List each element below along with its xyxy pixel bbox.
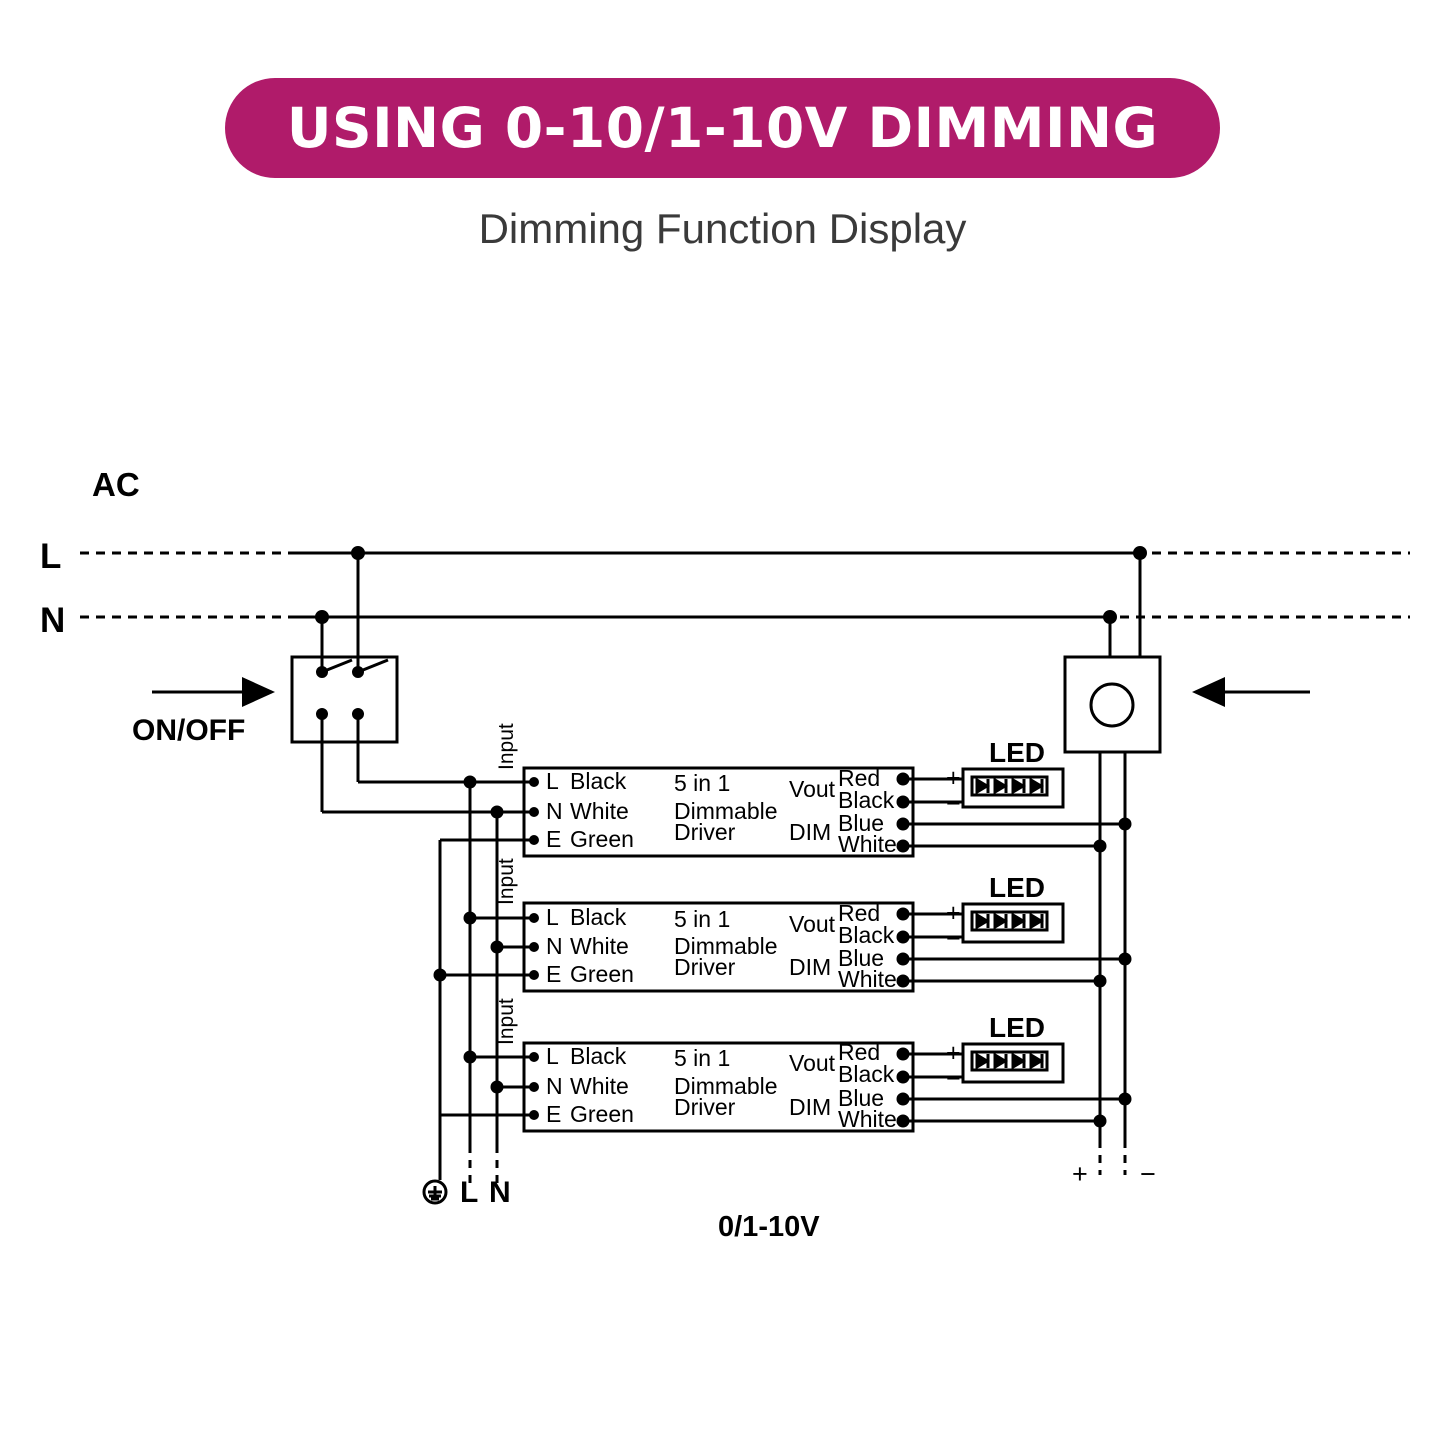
driver-1-led-label: LED	[989, 737, 1045, 768]
driver-2-terminal-0-code: L	[546, 904, 559, 930]
driver-2-vout-wire-0: Red	[838, 900, 880, 926]
driver-2-terminal-2-code: E	[546, 961, 561, 987]
driver-2-vout-wire-1: Black	[838, 922, 895, 948]
driver-2-name-line-0: 5 in 1	[674, 906, 730, 932]
driver-block-1: Input L Black N White E Green 5 in 1 Dim…	[495, 723, 1132, 858]
driver-1-terminal-2-code: E	[546, 826, 561, 852]
line-l-label: L	[40, 537, 61, 576]
driver-3-dim-label: DIM	[789, 1094, 831, 1120]
driver-3-vout-wire-1: Black	[838, 1061, 895, 1087]
dimmer-box	[1063, 655, 1162, 754]
driver-3-plus-mark: +	[946, 1039, 961, 1067]
driver-1-terminal-1-wire: White	[570, 798, 629, 824]
driver-2-minus-mark: −	[946, 925, 961, 953]
title-banner: USING 0-10/1-10V DIMMING	[225, 78, 1220, 178]
driver-3-terminal-0-code: L	[546, 1043, 559, 1069]
line-n-label: N	[40, 601, 65, 640]
driver-3-vout-wire-0: Red	[838, 1039, 880, 1065]
ground-symbol-icon	[422, 1179, 448, 1205]
driver-1-name-line-1: Dimmable	[674, 798, 778, 824]
led-module-3	[961, 1042, 1065, 1084]
driver-1-vout-label: Vout	[789, 776, 836, 802]
driver-1-terminal-0-code: L	[546, 768, 559, 794]
bottom-n-label: N	[489, 1176, 511, 1209]
input-bus-taps	[433, 775, 534, 1117]
driver-2-dim-label: DIM	[789, 954, 831, 980]
driver-3-vout-label: Vout	[789, 1050, 836, 1076]
onoff-switch-box	[290, 655, 399, 744]
driver-3-led-label: LED	[989, 1012, 1045, 1043]
driver-2-vout-label: Vout	[789, 911, 836, 937]
driver-3-terminal-1-wire: White	[570, 1073, 629, 1099]
led-module-2	[961, 902, 1065, 944]
driver-input-label-3: Input	[495, 998, 518, 1045]
driver-1-vout-wire-0: Red	[838, 765, 880, 791]
driver-2-terminal-2-wire: Green	[570, 961, 634, 987]
driver-2-led-label: LED	[989, 872, 1045, 903]
dim-bus-minus-label: −	[1140, 1159, 1156, 1189]
dimming-standard-label: 0/1-10V	[718, 1211, 820, 1243]
driver-1-dim-label: DIM	[789, 819, 831, 845]
driver-block-2: Input L Black N White E Green 5 in 1 Dim…	[495, 858, 1132, 993]
driver-1-vout-wire-1: Black	[838, 787, 895, 813]
banner-title: USING 0-10/1-10V DIMMING	[286, 96, 1159, 160]
driver-3-terminal-0-wire: Black	[570, 1043, 627, 1069]
driver-input-label-1: Input	[495, 723, 518, 770]
driver-2-terminal-0-wire: Black	[570, 904, 627, 930]
driver-1-name-line-2: Driver	[674, 819, 736, 845]
driver-3-terminal-2-wire: Green	[570, 1101, 634, 1127]
dimmer-knob-icon	[1089, 682, 1135, 728]
driver-3-terminal-2-code: E	[546, 1101, 561, 1127]
driver-2-dim-wire-0: Blue	[838, 945, 884, 971]
driver-3-name-line-1: Dimmable	[674, 1073, 778, 1099]
driver-input-label-2: Input	[495, 858, 518, 905]
driver-1-minus-mark: −	[946, 790, 961, 818]
driver-3-name-line-0: 5 in 1	[674, 1045, 730, 1071]
driver-1-dim-wire-1: White	[838, 831, 897, 857]
driver-3-terminal-1-code: N	[546, 1073, 563, 1099]
ac-label: AC	[92, 466, 140, 503]
page-subtitle: Dimming Function Display	[478, 205, 967, 252]
led-module-1	[961, 767, 1065, 809]
driver-2-name-line-2: Driver	[674, 954, 736, 980]
driver-2-name-line-1: Dimmable	[674, 933, 778, 959]
driver-3-name-line-2: Driver	[674, 1094, 736, 1120]
onoff-label: ON/OFF	[132, 714, 245, 747]
driver-3-dim-wire-0: Blue	[838, 1085, 884, 1111]
driver-2-terminal-1-code: N	[546, 933, 563, 959]
driver-1-terminal-2-wire: Green	[570, 826, 634, 852]
dim-bus-plus-label: +	[1072, 1159, 1088, 1189]
driver-1-terminal-1-code: N	[546, 798, 563, 824]
driver-1-plus-mark: +	[946, 764, 961, 792]
driver-block-3: Input L Black N White E Green 5 in 1 Dim…	[495, 998, 1132, 1133]
driver-1-dim-wire-0: Blue	[838, 810, 884, 836]
driver-1-name-line-0: 5 in 1	[674, 770, 730, 796]
driver-2-terminal-1-wire: White	[570, 933, 629, 959]
driver-3-minus-mark: −	[946, 1065, 961, 1093]
driver-1-terminal-0-wire: Black	[570, 768, 627, 794]
bottom-l-label: L	[460, 1176, 478, 1209]
driver-2-dim-wire-1: White	[838, 966, 897, 992]
driver-2-plus-mark: +	[946, 899, 961, 927]
driver-3-dim-wire-1: White	[838, 1106, 897, 1132]
